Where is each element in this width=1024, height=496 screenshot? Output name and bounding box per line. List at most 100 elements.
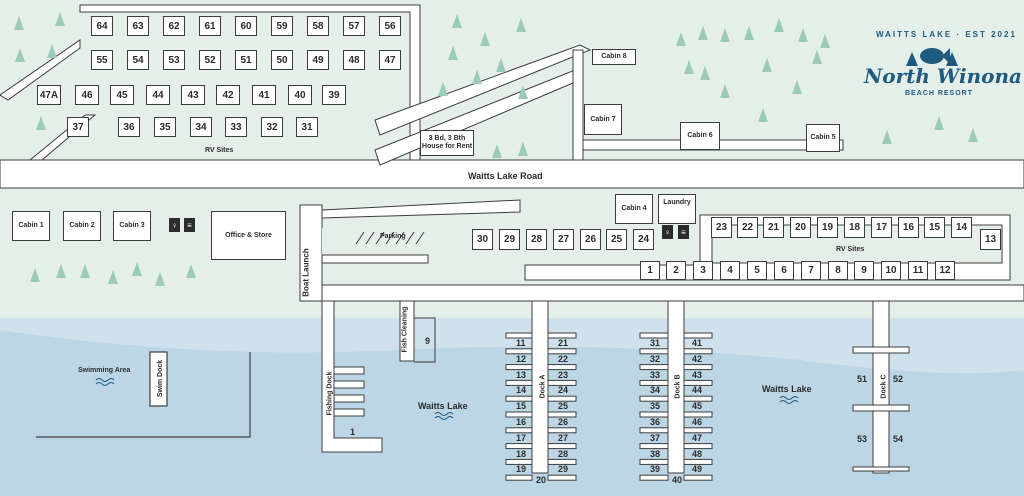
campsite[interactable]: 56: [379, 16, 401, 36]
campsite[interactable]: 24: [633, 229, 654, 250]
boat-slip-number[interactable]: 28: [558, 448, 569, 459]
campsite[interactable]: 28: [526, 229, 547, 250]
campsite[interactable]: 59: [271, 16, 293, 36]
campsite[interactable]: 31: [296, 117, 318, 137]
campsite[interactable]: 40: [288, 85, 312, 105]
fish-dock-slip-number[interactable]: 1: [350, 427, 356, 437]
boat-slip-number[interactable]: 38: [650, 448, 661, 459]
boat-slip-number[interactable]: 24: [558, 385, 569, 396]
campsite[interactable]: 13: [980, 229, 1001, 250]
campsite[interactable]: 6: [774, 261, 794, 280]
boat-slip-number[interactable]: 13: [516, 369, 527, 380]
boat-slip-number[interactable]: 54: [893, 434, 904, 444]
boat-slip-number[interactable]: 36: [650, 417, 661, 427]
dock-a-end-number[interactable]: 20: [536, 475, 547, 485]
boat-slip-number[interactable]: 42: [692, 353, 703, 364]
campsite[interactable]: 15: [924, 217, 945, 238]
campsite[interactable]: 10: [881, 261, 901, 280]
campsite[interactable]: 25: [606, 229, 627, 250]
campsite[interactable]: 45: [110, 85, 134, 105]
boat-slip-number[interactable]: 25: [558, 401, 569, 412]
boat-slip-number[interactable]: 31: [650, 338, 661, 348]
boat-slip-number[interactable]: 45: [692, 401, 703, 412]
boat-slip-number[interactable]: 29: [558, 464, 569, 475]
campsite[interactable]: 20: [790, 217, 811, 238]
boat-slip-number[interactable]: 35: [650, 401, 661, 412]
campsite[interactable]: 60: [235, 16, 257, 36]
campsite[interactable]: 46: [75, 85, 99, 105]
campsite[interactable]: 57: [343, 16, 365, 36]
campsite[interactable]: 51: [235, 50, 257, 70]
office-store[interactable]: Office & Store: [211, 211, 286, 260]
campsite[interactable]: 22: [737, 217, 758, 238]
boat-slip-number[interactable]: 41: [692, 338, 703, 348]
cabin-2[interactable]: Cabin 2: [63, 211, 101, 241]
cabin-4[interactable]: Cabin 4: [615, 194, 653, 224]
dock-b-end-number[interactable]: 40: [672, 475, 683, 485]
campsite[interactable]: 64: [91, 16, 113, 36]
boat-slip-number[interactable]: 37: [650, 432, 661, 443]
campsite[interactable]: 49: [307, 50, 329, 70]
campsite[interactable]: 11: [908, 261, 928, 280]
boat-slip-number[interactable]: 26: [558, 417, 569, 427]
house-for-rent[interactable]: 3 Bd, 3 Bth House for Rent: [420, 130, 474, 156]
campsite[interactable]: 12: [935, 261, 955, 280]
campsite[interactable]: 29: [499, 229, 520, 250]
campsite[interactable]: 55: [91, 50, 113, 70]
boat-slip-number[interactable]: 19: [516, 464, 527, 475]
boat-slip-number[interactable]: 12: [516, 353, 527, 364]
campsite[interactable]: 44: [146, 85, 170, 105]
boat-slip-number[interactable]: 44: [692, 385, 703, 396]
boat-slip-number[interactable]: 16: [516, 417, 527, 427]
campsite[interactable]: 26: [580, 229, 601, 250]
campsite[interactable]: 48: [343, 50, 365, 70]
cabin-3[interactable]: Cabin 3: [113, 211, 151, 241]
boat-slip-number[interactable]: 51: [857, 374, 868, 384]
campsite[interactable]: 52: [199, 50, 221, 70]
boat-slip-number[interactable]: 32: [650, 353, 661, 364]
boat-slip-number[interactable]: 18: [516, 448, 527, 459]
boat-slip-number[interactable]: 49: [692, 464, 703, 475]
boat-slip-number[interactable]: 27: [558, 432, 569, 443]
campsite[interactable]: 17: [871, 217, 892, 238]
campsite[interactable]: 33: [225, 117, 247, 137]
campsite[interactable]: 23: [711, 217, 732, 238]
cabin-8[interactable]: Cabin 8: [592, 49, 636, 65]
campsite[interactable]: 14: [951, 217, 972, 238]
boat-slip-number[interactable]: 46: [692, 417, 703, 427]
campsite[interactable]: 27: [553, 229, 574, 250]
campsite[interactable]: 8: [828, 261, 848, 280]
campsite[interactable]: 2: [666, 261, 686, 280]
campsite[interactable]: 37: [67, 117, 89, 137]
campsite[interactable]: 18: [844, 217, 865, 238]
campsite[interactable]: 7: [801, 261, 821, 280]
campsite[interactable]: 35: [154, 117, 176, 137]
fish-slip-number[interactable]: 9: [425, 336, 431, 346]
campsite[interactable]: 9: [854, 261, 874, 280]
campsite[interactable]: 47A: [37, 85, 61, 105]
campsite[interactable]: 58: [307, 16, 329, 36]
boat-slip-number[interactable]: 33: [650, 369, 661, 380]
cabin-5[interactable]: Cabin 5: [806, 124, 840, 152]
boat-slip-number[interactable]: 43: [692, 369, 703, 380]
campsite[interactable]: 1: [640, 261, 660, 280]
boat-slip-number[interactable]: 15: [516, 401, 527, 412]
boat-slip-number[interactable]: 47: [692, 432, 703, 443]
campsite[interactable]: 63: [127, 16, 149, 36]
campsite[interactable]: 43: [181, 85, 205, 105]
campsite[interactable]: 47: [379, 50, 401, 70]
cabin-6[interactable]: Cabin 6: [680, 122, 720, 150]
campsite[interactable]: 50: [271, 50, 293, 70]
campsite[interactable]: 61: [199, 16, 221, 36]
campsite[interactable]: 3: [693, 261, 713, 280]
cabin-1[interactable]: Cabin 1: [12, 211, 50, 241]
boat-slip-number[interactable]: 14: [516, 385, 527, 396]
campsite[interactable]: 42: [216, 85, 240, 105]
boat-slip-number[interactable]: 21: [558, 338, 569, 348]
laundry[interactable]: Laundry: [658, 194, 696, 224]
boat-slip-number[interactable]: 52: [893, 374, 904, 384]
boat-slip-number[interactable]: 17: [516, 432, 527, 443]
campsite[interactable]: 36: [118, 117, 140, 137]
campsite[interactable]: 34: [190, 117, 212, 137]
campsite[interactable]: 5: [747, 261, 767, 280]
